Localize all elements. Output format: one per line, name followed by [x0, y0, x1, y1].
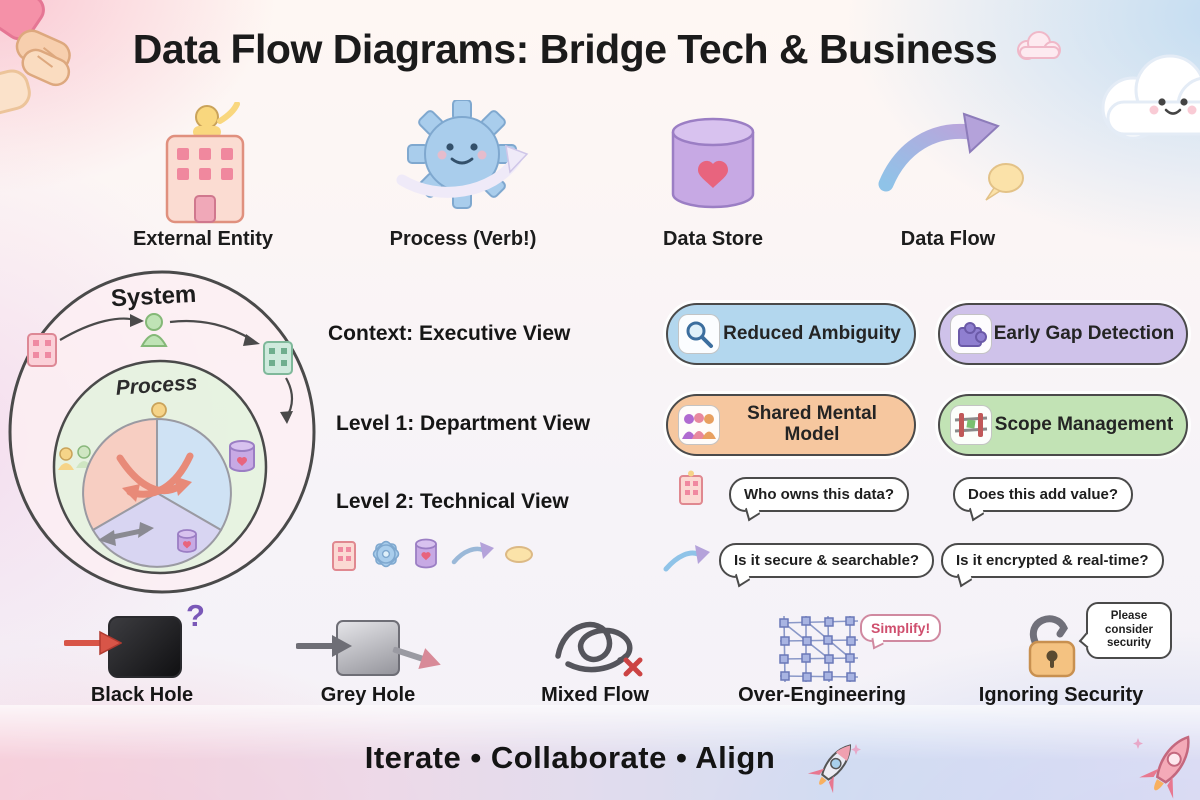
question-bubble-encrypted: Is it encrypted & real-time? [941, 543, 1164, 578]
small-cloud-icon [1017, 31, 1061, 60]
dense-network-icon [779, 615, 859, 683]
security-bubble: Please consider security [1086, 602, 1172, 659]
footer-motto: Iterate • Collaborate • Align [364, 740, 776, 775]
antipattern-label-over-engineering: Over-Engineering [738, 684, 906, 706]
pie-arrows [98, 452, 194, 546]
antipattern-label-grey-hole: Grey Hole [320, 684, 416, 706]
handshake-icon [0, 0, 71, 122]
mini-oval-icon [505, 545, 533, 563]
database-cylinder-heart-icon [671, 117, 755, 209]
question-bubble-value: Does this add value? [953, 477, 1134, 512]
benefit-label: Shared Mental Model [747, 403, 877, 445]
benefit-label: Scope Management [994, 413, 1174, 435]
symbol-label-data-store: Data Store [662, 228, 764, 250]
rocket-icon [807, 744, 861, 794]
system-label: System [110, 281, 197, 312]
fence-icon [950, 405, 992, 445]
tangled-knot-icon [555, 621, 643, 677]
smiling-gear-icon [396, 100, 529, 209]
benefit-pill-early-gap-detection: Early Gap Detection [938, 303, 1188, 365]
benefit-pill-shared-mental-model: Shared Mental Model [666, 394, 916, 456]
antipattern-label-ignoring-security: Ignoring Security [978, 684, 1144, 706]
nested-levels-diagram: System Process [8, 270, 316, 594]
benefit-pill-scope-management: Scope Management [938, 394, 1188, 456]
grey-out-arrow-icon [392, 646, 441, 670]
bottom-watercolor-band [0, 705, 1200, 800]
smiling-cloud-icon [1101, 54, 1200, 140]
building-with-person-icon [165, 102, 245, 224]
sparkle-icon [851, 744, 861, 755]
mini-cylinder-bottom-icon [177, 529, 197, 553]
inflow-arrow-icon [64, 630, 122, 656]
magnifier-icon [678, 314, 720, 354]
symbol-label-external-entity: External Entity [132, 228, 274, 250]
poster-title: Data Flow Diagrams: Bridge Tech & Busine… [132, 26, 998, 72]
benefit-label: Reduced Ambiguity [723, 322, 901, 344]
curved-arrow-speech-bubble-icon [878, 112, 1024, 201]
simplify-bubble: Simplify! [860, 614, 942, 642]
level-1-label: Level 1: Department View [336, 412, 591, 435]
mini-building-icon [332, 541, 356, 571]
mini-cylinder-right-icon [229, 440, 255, 472]
sparkle-icon [1133, 738, 1143, 749]
black-square-inflow-icon [108, 616, 182, 678]
level-context-label: Context: Executive View [328, 322, 571, 345]
puzzle-piece-icon [950, 314, 992, 354]
context-flow-arrows [59, 314, 294, 424]
red-x-mark [623, 657, 643, 677]
benefit-label: Early Gap Detection [993, 322, 1175, 344]
question-bubble-ownership: Who owns this data? [729, 477, 909, 512]
corner-rocket-icon [1133, 735, 1190, 799]
mini-people-left-icon [58, 445, 92, 470]
benefit-pill-reduced-ambiguity: Reduced Ambiguity [666, 303, 916, 365]
level2-components-icons [329, 536, 533, 572]
building-icon [679, 470, 703, 505]
grey-in-arrow-icon [296, 635, 352, 657]
level-2-label: Level 2: Technical View [336, 490, 569, 513]
open-padlock-icon [1028, 615, 1076, 678]
mini-arrow-icon [451, 542, 494, 565]
symbol-label-data-flow: Data Flow [900, 228, 996, 250]
people-group-icon [678, 405, 720, 445]
question-mark: ? [186, 598, 205, 633]
symbol-label-process: Process (Verb!) [389, 228, 537, 250]
process-label: Process [115, 371, 198, 400]
question-bubble-secure: Is it secure & searchable? [719, 543, 935, 578]
mini-building-right-icon [263, 341, 293, 375]
mini-person-top-icon [140, 313, 168, 347]
antipattern-label-mixed-flow: Mixed Flow [541, 684, 649, 706]
antipattern-label-black-hole: Black Hole [90, 684, 194, 706]
mini-gear-icon [372, 540, 400, 568]
curved-arrow-icon [663, 545, 710, 572]
mini-cylinder-icon [415, 538, 437, 569]
mini-building-left-icon [27, 333, 57, 367]
level2-pie [82, 417, 232, 568]
